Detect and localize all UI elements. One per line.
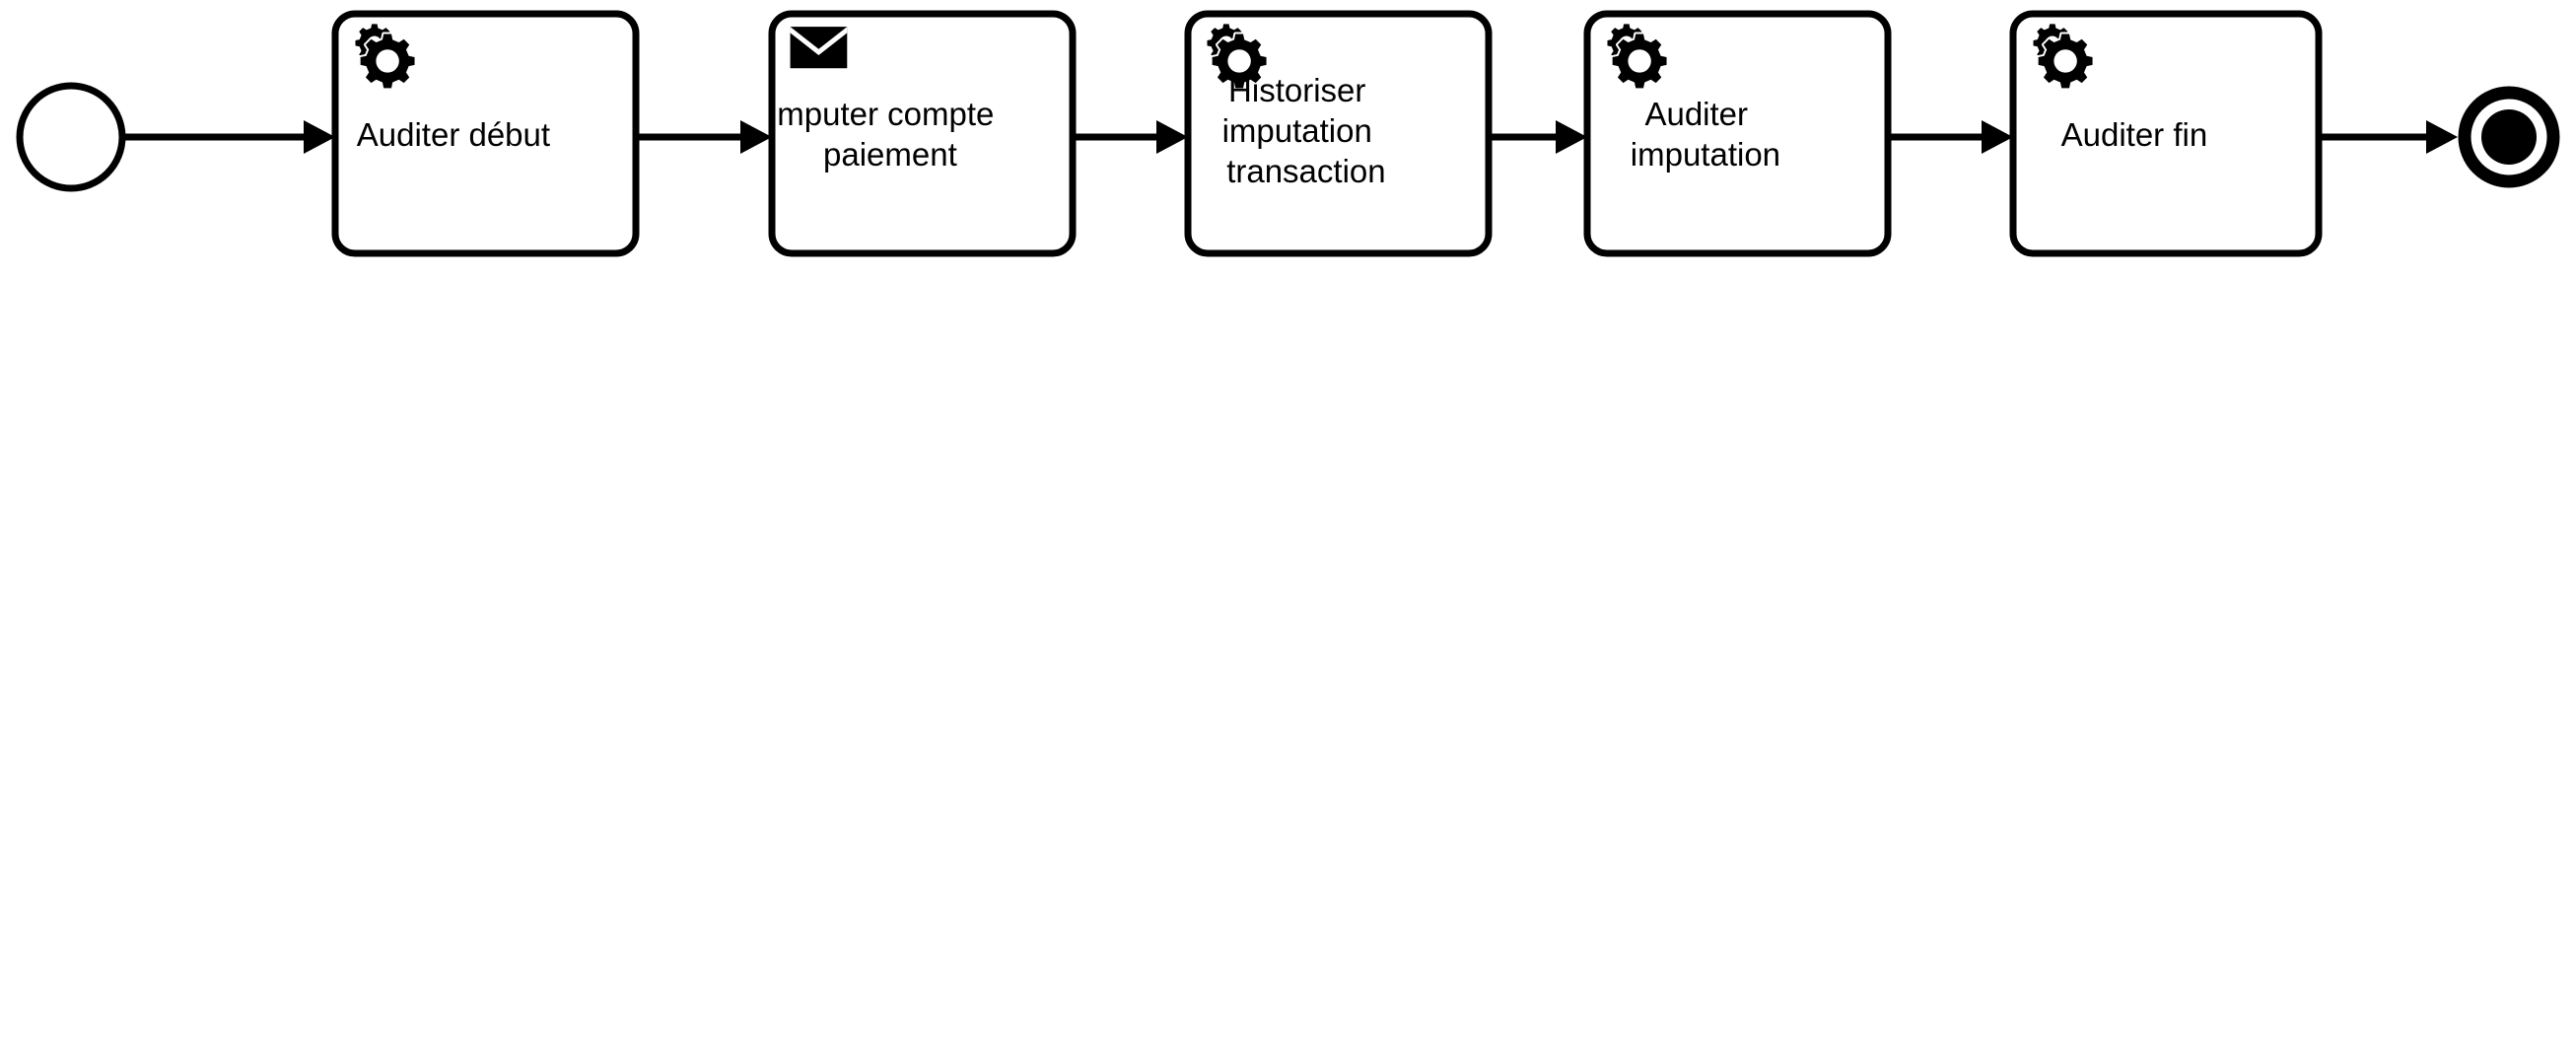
task-label: Auditer fin bbox=[2061, 116, 2271, 153]
task-auditer-debut[interactable]: Auditer début bbox=[331, 10, 640, 257]
sequence-flow-start-to-auditer-debut[interactable] bbox=[124, 120, 335, 154]
task-historiser-imputation-transaction[interactable]: Historiser imputation transaction bbox=[1184, 10, 1493, 257]
sequence-flow-historiser-to-auditer-imputation[interactable] bbox=[1489, 120, 1587, 154]
start-event[interactable] bbox=[16, 82, 126, 192]
sequence-flows bbox=[124, 120, 2458, 154]
task-label: Imputer compte paiement bbox=[768, 96, 1076, 173]
task-imputer-compte-paiement[interactable]: Imputer compte paiement bbox=[768, 10, 1077, 257]
task-auditer-fin[interactable]: Auditer fin bbox=[2009, 10, 2323, 257]
sequence-flow-auditer-debut-to-imputer[interactable] bbox=[636, 120, 772, 154]
task-label: Historiser imputation transaction bbox=[1222, 72, 1454, 189]
task-label: Auditer imputation bbox=[1631, 96, 1844, 173]
sequence-flow-auditer-fin-to-end[interactable] bbox=[2319, 120, 2458, 154]
end-event-inner-disc bbox=[2481, 109, 2537, 165]
envelope-icon bbox=[790, 27, 848, 69]
sequence-flow-imputer-to-historiser[interactable] bbox=[1073, 120, 1188, 154]
end-event[interactable] bbox=[2458, 86, 2560, 188]
task-label: Auditer début bbox=[357, 116, 614, 153]
sequence-flow-auditer-imputation-to-auditer-fin[interactable] bbox=[1888, 120, 2013, 154]
task-auditer-imputation[interactable]: Auditer imputation bbox=[1583, 10, 1892, 257]
